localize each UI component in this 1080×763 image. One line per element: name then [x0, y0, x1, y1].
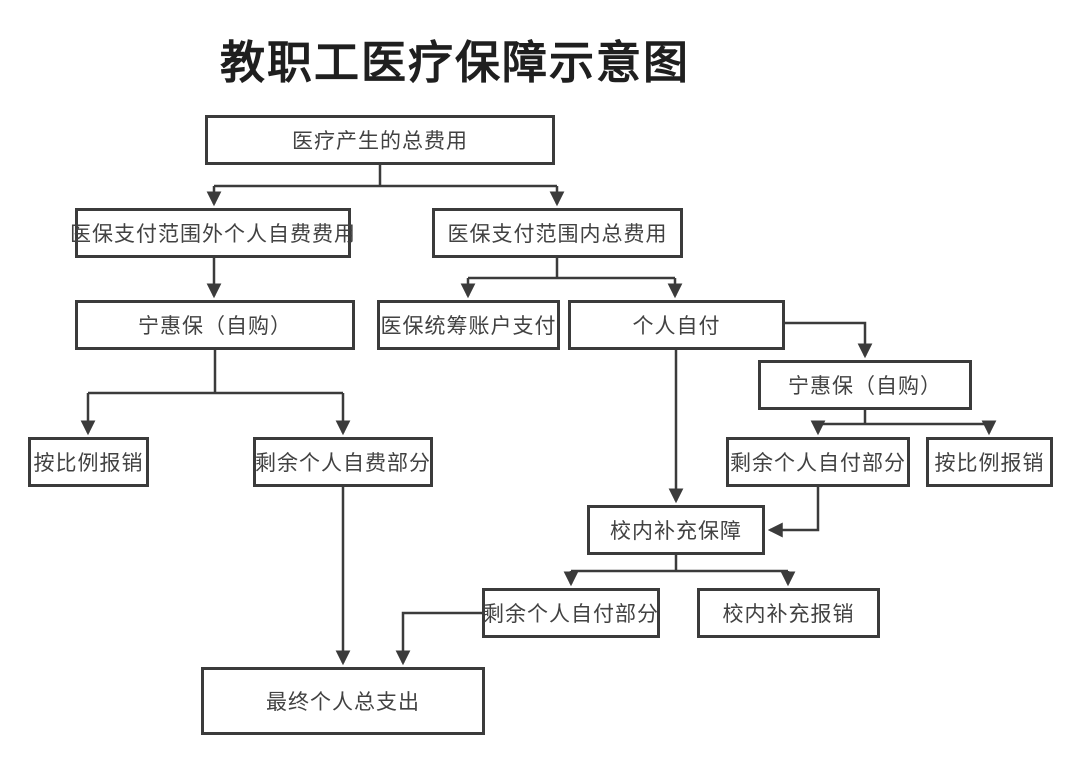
edge-selfpay-to-ninghuibao-right	[785, 321, 873, 359]
diagram-title: 教职工医疗保障示意图	[219, 37, 690, 88]
node-pooled-account-pay: 医保统筹账户支付	[377, 300, 560, 350]
node-final-personal-total: 最终个人总支出	[201, 667, 485, 735]
node-remaining-self-fee: 剩余个人自费部分	[253, 437, 433, 487]
node-ninghuibao-right: 宁惠保（自购）	[758, 360, 972, 410]
node-out-of-scope-self-fee: 医保支付范围外个人自费费用	[70, 208, 355, 258]
edge-remaining-right-to-campus	[767, 487, 820, 538]
node-total-cost: 医疗产生的总费用	[205, 115, 555, 165]
node-proportional-reimburse-right: 按比例报销	[926, 437, 1053, 487]
node-ninghuibao-left: 宁惠保（自购）	[75, 300, 355, 350]
edge-remaining-bottom-to-final	[395, 611, 482, 666]
node-remaining-self-pay-right: 剩余个人自付部分	[726, 437, 910, 487]
node-campus-supplement-reimburse: 校内补充报销	[697, 588, 880, 638]
node-campus-supplement: 校内补充保障	[587, 505, 765, 555]
node-proportional-reimburse-left: 按比例报销	[28, 437, 149, 487]
node-in-scope-total: 医保支付范围内总费用	[432, 208, 683, 258]
node-remaining-self-pay-bottom: 剩余个人自付部分	[482, 588, 660, 638]
node-personal-self-pay: 个人自付	[568, 300, 785, 350]
